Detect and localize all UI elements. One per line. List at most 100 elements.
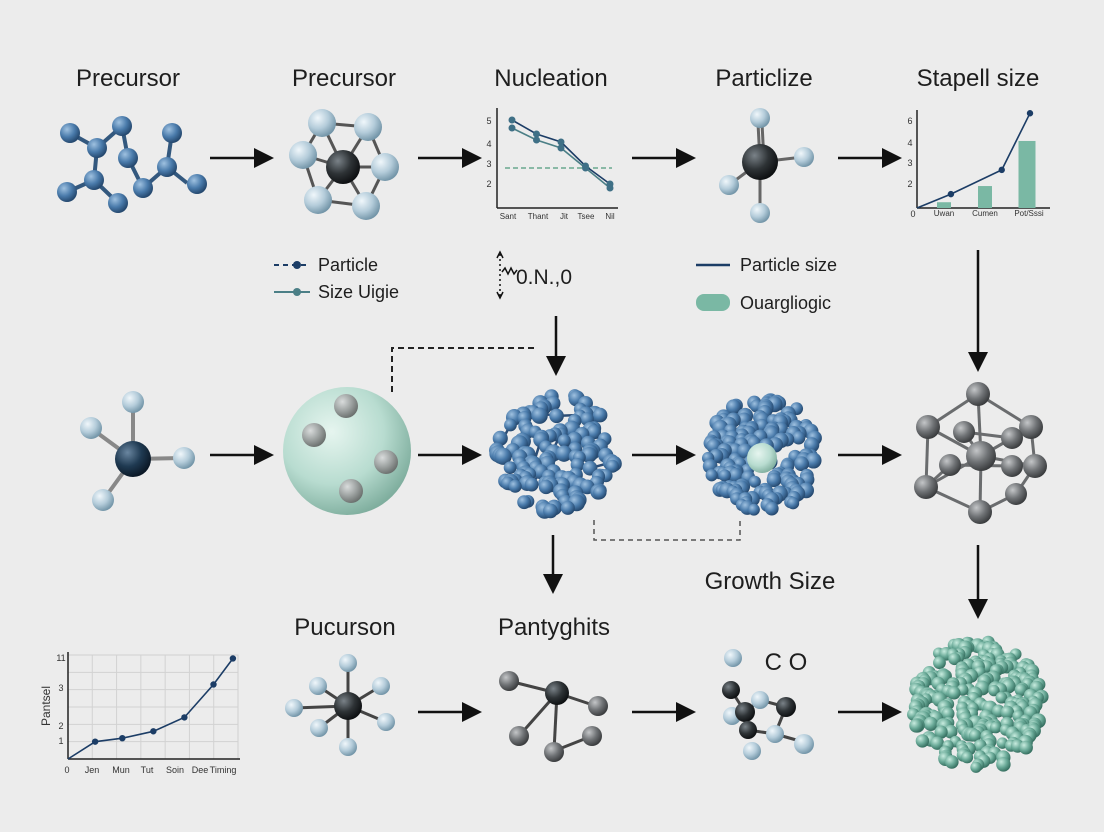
nucleation-chart-ytick: 3: [486, 159, 491, 169]
timing-chart-ytick: 1: [58, 736, 63, 746]
legend-mid: 0.N.,0: [496, 250, 572, 300]
cluster-atom: [592, 407, 608, 423]
stapell-chart-bar: [1018, 140, 1036, 208]
cluster-atom: [934, 725, 948, 739]
timing-chart-xtick: Dee: [192, 765, 209, 775]
dashed-bracket: [593, 520, 741, 541]
co-molecule: [722, 649, 814, 760]
cluster-atom: [948, 652, 961, 666]
legend-right: Particle size Ouargliogic: [696, 255, 837, 313]
row1-label-precursor-2: Precursor: [292, 65, 396, 92]
timing-chart-xtick: Mun: [112, 765, 130, 775]
stapell-chart-ytick: 2: [907, 179, 912, 189]
legend-mid-up-arrow-icon: [496, 250, 504, 259]
cluster-atom: [605, 459, 619, 473]
cluster-atom: [988, 684, 1000, 697]
legend-mid-down-arrow-icon: [496, 291, 504, 300]
pantyghits-molecule: [499, 671, 608, 762]
cluster-atom: [586, 424, 602, 440]
nucleation-chart-series-lower: [511, 127, 611, 189]
octahedral-molecule: [285, 654, 395, 756]
timing-chart-point: [91, 738, 99, 745]
cluster-atom: [494, 447, 512, 465]
encapsulated-sphere: [283, 387, 411, 515]
nucleation-chart-point: [533, 130, 540, 138]
stapell-chart-point: [947, 190, 955, 198]
cluster-atom: [543, 503, 558, 519]
nucleation-chart-xtick: Thant: [528, 212, 549, 221]
cluster-atom: [748, 475, 761, 488]
nucleation-chart-xtick: Tsee: [578, 212, 595, 221]
row1-label-particlize: Particlize: [715, 65, 812, 92]
cluster-atom: [909, 718, 924, 733]
cluster-atom: [557, 434, 571, 448]
cluster-atom: [944, 755, 959, 769]
cluster-atom: [531, 407, 548, 424]
stapell-chart-ytick: 4: [907, 138, 912, 148]
legend-left: Particle Size Uigie: [274, 255, 399, 302]
cluster-atom: [961, 751, 974, 764]
cluster-atom: [508, 479, 522, 493]
stapell-chart-xtick: Cumen: [972, 209, 998, 218]
cluster-atom: [923, 716, 938, 732]
nucleation-chart-point: [582, 164, 589, 172]
timing-chart-ylabel: Pantsel: [39, 686, 53, 726]
cluster-atom: [970, 761, 982, 773]
nucleation-chart-series-upper: [511, 119, 611, 185]
nucleation-chart-ytick: 2: [486, 179, 491, 189]
stapell-chart-xtick: Pot/Sssi: [1014, 209, 1044, 218]
timing-chart-xtick: Jen: [85, 765, 100, 775]
cluster-atom: [718, 469, 731, 482]
metal-cage-cluster: [914, 382, 1047, 524]
nucleation-chart-point: [508, 124, 516, 132]
timing-chart-ytick: 3: [58, 683, 63, 693]
nucleation-chart: 5 4 3 2 Sant Thant Jit Tsee Nil: [486, 108, 618, 221]
growth-size-label: Growth Size: [705, 568, 836, 595]
cluster-atom: [1000, 705, 1015, 720]
nucleation-chart-point: [533, 136, 540, 144]
legend-right-swatch: [696, 294, 730, 311]
cluster-atom: [943, 724, 958, 739]
stapell-chart-line: [916, 112, 1031, 209]
timing-chart-point: [119, 735, 126, 742]
cluster-atom: [593, 485, 607, 500]
nucleation-chart-ytick: 5: [486, 116, 491, 126]
row1-label-nucleation: Nucleation: [494, 65, 607, 92]
row1-label-precursor-1: Precursor: [76, 65, 180, 92]
stapell-chart-ytick: 3: [907, 158, 912, 168]
nucleation-chart-point: [508, 116, 516, 124]
stapell-chart-bar: [978, 186, 992, 208]
cluster-atom: [766, 472, 782, 488]
legend-left-label-size: Size Uigie: [318, 282, 399, 302]
final-nanoparticle-cluster: [907, 635, 1049, 773]
cluster-atom: [764, 501, 779, 516]
nucleation-chart-xtick: Jit: [560, 212, 569, 221]
timing-chart-xtick: Soin: [166, 765, 184, 775]
legend-mid-zigzag-icon: [501, 266, 518, 276]
cluster-atom: [933, 656, 946, 670]
timing-chart-ytick: 2: [58, 721, 63, 731]
cluster-atom: [517, 495, 532, 510]
cluster-atom: [968, 729, 982, 742]
timing-chart-ytick: 11: [56, 653, 65, 663]
cluster-atom: [1019, 740, 1033, 755]
nucleation-chart-point: [606, 184, 614, 192]
timing-chart-xtick: 0: [64, 765, 69, 775]
cluster-atom: [947, 686, 961, 700]
nucleation-chart-xtick: Nil: [605, 212, 615, 221]
stapell-chart-point: [998, 166, 1005, 174]
nucleus-cluster: [489, 389, 622, 519]
timing-chart-point: [150, 728, 157, 735]
nucleation-chart-ytick: 4: [486, 139, 491, 149]
stapell-chart-bar: [937, 202, 951, 208]
legend-left-label-particle: Particle: [318, 255, 378, 275]
timing-chart-point: [229, 655, 237, 662]
cluster-atom: [560, 500, 575, 515]
legend-mid-label: 0.N.,0: [516, 266, 572, 289]
cluster-atom: [989, 721, 1002, 734]
stapell-chart-ytick: 0: [910, 209, 915, 219]
timing-chart-point: [210, 681, 217, 688]
cluster-atom: [791, 431, 806, 445]
cluster-atom: [725, 399, 742, 415]
